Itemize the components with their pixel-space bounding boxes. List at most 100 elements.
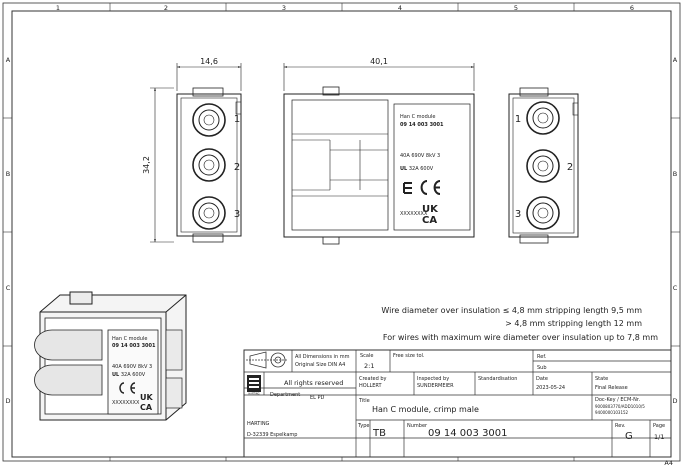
created-by: HOLLERT xyxy=(359,383,383,389)
pin-number: 2 xyxy=(234,162,240,173)
row-label: B xyxy=(673,170,677,178)
doc-value: 9000803770/ADD1010/5 xyxy=(595,404,645,409)
note-line: > 4,8 mm stripping length 12 mm xyxy=(505,319,642,328)
svg-text:Standardisation: Standardisation xyxy=(478,376,517,382)
column-label: 5 xyxy=(514,4,518,12)
label-part-no: 09 14 003 3001 xyxy=(400,122,444,128)
label-rating-1: 40A 690V 8kV 3 xyxy=(400,153,440,159)
wire-notes: Wire diameter over insulation ≤ 4,8 mm s… xyxy=(381,306,658,342)
ce-e-icon xyxy=(433,180,441,195)
rev-value: G xyxy=(625,431,633,442)
column-label: 2 xyxy=(164,4,168,12)
svg-text:Page: Page xyxy=(653,423,665,429)
pin-number: 2 xyxy=(567,162,573,173)
scale-value: 2:1 xyxy=(364,362,374,370)
drawing-title: Han C module, crimp male xyxy=(372,405,479,414)
svg-text:All Dimensions in mm: All Dimensions in mm xyxy=(295,354,350,360)
row-label: C xyxy=(673,284,678,292)
product-label xyxy=(393,103,471,231)
side-width-dimension xyxy=(283,63,475,91)
projection-symbol-icon xyxy=(246,351,288,369)
front-view xyxy=(176,87,242,243)
iso-ce-icon xyxy=(119,382,136,394)
column-label: 3 xyxy=(282,4,286,12)
row-label: C xyxy=(6,284,11,292)
contact-circle xyxy=(526,101,560,135)
front-height-label: 34,2 xyxy=(142,156,151,174)
wire-barrel xyxy=(34,329,103,361)
harting-logo-icon: HARTING xyxy=(247,375,261,396)
note-line: Wire diameter over insulation ≤ 4,8 mm s… xyxy=(381,306,642,315)
svg-text:Ref.: Ref. xyxy=(537,354,547,360)
iso-label-rating-1: 40A 690V 8kV 3 xyxy=(112,364,152,370)
sheet-size: A4 xyxy=(664,459,673,466)
iso-ukca-icon: CA xyxy=(140,403,153,412)
frame-labels: 1 2 3 4 5 6 A B C D A B C D A4 xyxy=(5,4,677,466)
column-label: 6 xyxy=(630,4,634,12)
column-label: 1 xyxy=(56,4,60,12)
svg-text:Original Size DIN A4: Original Size DIN A4 xyxy=(295,362,345,368)
row-label: B xyxy=(6,170,10,178)
svg-text:HARTING: HARTING xyxy=(248,392,259,396)
front-width-dimension xyxy=(176,63,242,91)
contact-circle xyxy=(192,103,226,137)
page-value: 1/1 xyxy=(654,433,664,441)
note-line: For wires with maximum wire diameter ove… xyxy=(383,333,658,342)
svg-text:Title: Title xyxy=(358,398,370,404)
type-value: TB xyxy=(372,428,386,439)
side-label-text: Han C module 09 14 003 3001 40A 690V 8kV… xyxy=(400,114,444,217)
certification-marks xyxy=(403,180,441,195)
state-value: Final Release xyxy=(595,385,628,391)
company-address: D-32339 Espelkamp xyxy=(247,432,297,438)
svg-text:Rev.: Rev. xyxy=(615,423,626,429)
svg-text:Doc-Key / ECM-Nr.: Doc-Key / ECM-Nr. xyxy=(595,397,640,403)
row-label: D xyxy=(5,397,10,405)
svg-text:Scale: Scale xyxy=(360,353,373,359)
front-width-label: 14,6 xyxy=(200,57,218,66)
ce-c-icon xyxy=(420,180,428,195)
number-value: 09 14 003 3001 xyxy=(428,428,508,439)
label-title: Han C module xyxy=(400,114,435,120)
ukca-mark-icon: UK xyxy=(422,204,439,215)
svg-text:Sub: Sub xyxy=(537,365,547,371)
front-height-dimension xyxy=(150,87,174,243)
pin-number: 3 xyxy=(515,209,521,220)
eac-icon xyxy=(404,182,412,194)
title-block xyxy=(243,349,672,458)
pin-number: 1 xyxy=(234,114,240,125)
row-label: A xyxy=(673,56,678,64)
contact-circle xyxy=(526,149,560,183)
contact-circle xyxy=(526,196,560,230)
contact-circle xyxy=(192,196,226,230)
pin-number: 1 xyxy=(515,114,521,125)
department-value: EL PD xyxy=(310,395,325,401)
label-serial: XXXXXXXX xyxy=(400,211,428,217)
date-value: 2023-05-24 xyxy=(536,385,565,391)
column-label: 4 xyxy=(398,4,402,12)
company-name: HARTING xyxy=(247,421,270,427)
inspected-by: SUNDERMEIER xyxy=(417,383,454,389)
contact-circle xyxy=(192,148,226,182)
svg-text:Created by: Created by xyxy=(359,376,387,382)
svg-text:Date: Date xyxy=(536,376,548,382)
side-view xyxy=(283,86,475,245)
iso-label-title: Han C module xyxy=(112,336,147,342)
side-width-label: 40,1 xyxy=(370,57,388,66)
front-pin-numbers: 1 2 3 xyxy=(234,114,240,220)
rear-pin-numbers: 1 2 3 xyxy=(515,114,573,220)
isometric-view xyxy=(34,291,187,421)
svg-text:Type: Type xyxy=(357,423,369,429)
rights-text: All rights reserved xyxy=(284,379,343,387)
iso-label xyxy=(107,329,159,415)
svg-text:Inspected by: Inspected by xyxy=(417,376,449,382)
svg-text:State: State xyxy=(595,376,608,382)
pin-number: 3 xyxy=(234,209,240,220)
iso-label-serial: XXXXXXXX xyxy=(112,400,140,406)
svg-text:Department: Department xyxy=(270,392,300,398)
title-block-text: All Dimensions in mm Original Size DIN A… xyxy=(247,353,665,442)
wire-barrel xyxy=(34,364,103,396)
rear-view xyxy=(508,87,579,244)
iso-label-part-no: 09 14 003 3001 xyxy=(112,343,156,349)
ukca-mark-icon: CA xyxy=(422,215,437,226)
